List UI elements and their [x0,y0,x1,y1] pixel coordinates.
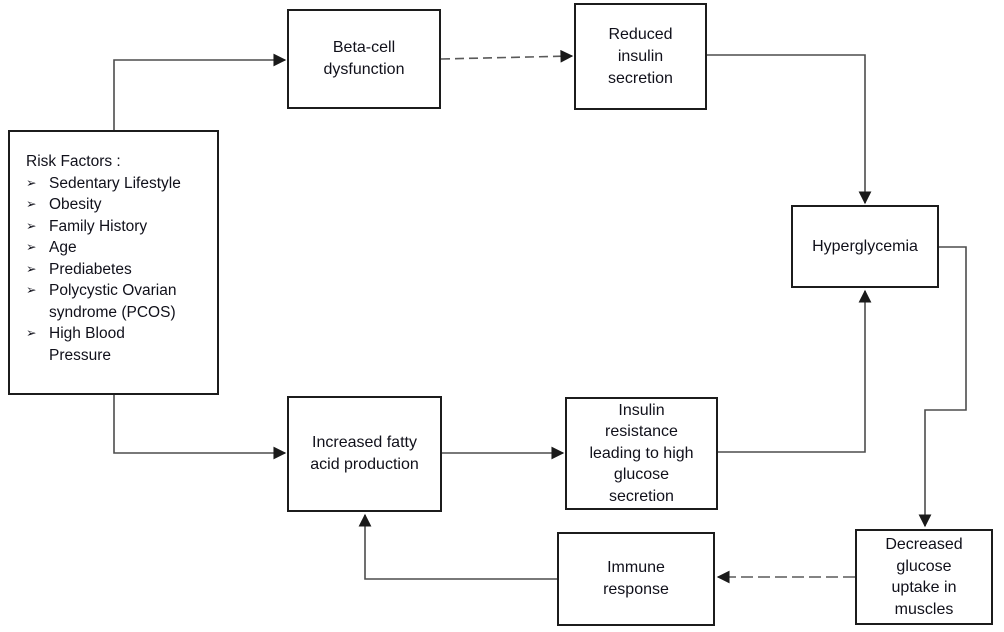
node-label: Increased fatty acid production [310,434,419,473]
node-hyperglycemia: Hyperglycemia [791,205,939,288]
node-risk-factors: Risk Factors : ➢ Sedentary Lifestyle ➢ O… [8,130,219,395]
risk-factor-label: Family History [49,217,148,235]
list-item: ➢ Family History [26,216,213,238]
list-item: ➢ Polycystic Ovarian syndrome (PCOS) [26,280,213,323]
arrowhead-bullet-icon: ➢ [26,175,37,190]
risk-factor-label: Polycystic Ovarian syndrome (PCOS) [49,282,177,321]
list-item: ➢ Age [26,237,213,259]
connector-reducedinsulin-to-hyperglycemia [707,54,872,205]
connector-hyperglycemia-to-decreasedglucose [918,246,967,528]
list-item: ➢ High Blood Pressure [26,323,213,366]
risk-factor-label: Age [49,239,77,256]
risk-factor-label: Obesity [49,196,102,213]
node-label: Beta-cell dysfunction [323,39,405,78]
arrowhead-bullet-icon: ➢ [26,197,37,211]
arrowhead-bullet-icon: ➢ [26,261,37,276]
node-immune-response: Immune response [557,532,715,626]
arrowhead-bullet-icon: ➢ [26,283,37,297]
node-label: Reduced insulin secretion [608,25,673,87]
node-beta-cell-dysfunction: Beta-cell dysfunction [287,9,441,109]
arrowhead-bullet-icon: ➢ [26,240,37,254]
connector-riskfactors-to-increasedfatty [113,395,287,460]
risk-factors-title: Risk Factors : [26,153,121,170]
connector-insulinresistance-to-hyperglycemia [718,289,872,453]
connector-riskfactors-to-betacell [113,53,287,130]
connector-betacell-to-reducedinsulin [440,49,574,63]
node-label: Insulin resistance leading to high gluco… [589,401,694,505]
node-label: Hyperglycemia [812,237,918,255]
connector-immuneresponse-to-increasedfatty [358,513,557,580]
node-decreased-glucose-uptake: Decreased glucose uptake in muscles [855,529,993,625]
list-item: ➢ Prediabetes [26,259,213,281]
node-reduced-insulin-secretion: Reduced insulin secretion [574,3,707,110]
node-increased-fatty-acid-production: Increased fatty acid production [287,396,442,512]
node-label: Immune response [603,559,669,598]
risk-factor-label: Prediabetes [49,260,132,278]
list-item: ➢ Sedentary Lifestyle [26,173,213,195]
arrowhead-bullet-icon: ➢ [26,218,37,233]
risk-factor-label: High Blood Pressure [49,325,125,364]
arrowhead-bullet-icon: ➢ [26,326,37,340]
node-label: Decreased glucose uptake in muscles [885,536,963,618]
node-insulin-resistance: Insulin resistance leading to high gluco… [565,397,718,510]
list-item: ➢ Obesity [26,194,213,216]
risk-factor-label: Sedentary Lifestyle [49,174,181,192]
